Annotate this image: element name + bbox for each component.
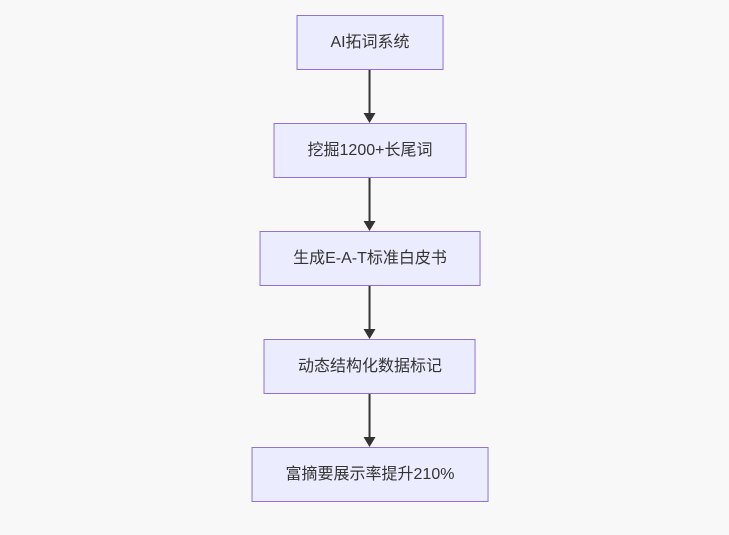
arrow-down-icon	[364, 178, 376, 231]
arrow-down-icon	[364, 70, 376, 123]
arrowhead-icon	[364, 221, 376, 231]
arrow-line	[369, 394, 371, 437]
arrow-down-icon	[364, 286, 376, 339]
arrow-line	[369, 178, 371, 221]
flow-node-longtail-mining: 挖掘1200+长尾词	[273, 123, 467, 178]
arrow-line	[369, 286, 371, 329]
flowchart: AI拓词系统 挖掘1200+长尾词 生成E-A-T标准白皮书 动态结构化数据标记…	[251, 15, 489, 502]
arrowhead-icon	[364, 437, 376, 447]
arrowhead-icon	[364, 329, 376, 339]
arrow-line	[369, 70, 371, 113]
flow-node-rich-snippet: 富摘要展示率提升210%	[251, 447, 489, 502]
arrowhead-icon	[364, 113, 376, 123]
arrow-down-icon	[364, 394, 376, 447]
flow-node-ai-expansion: AI拓词系统	[296, 15, 444, 70]
flow-node-eat-whitepaper: 生成E-A-T标准白皮书	[259, 231, 481, 286]
flow-node-structured-data: 动态结构化数据标记	[263, 339, 476, 394]
